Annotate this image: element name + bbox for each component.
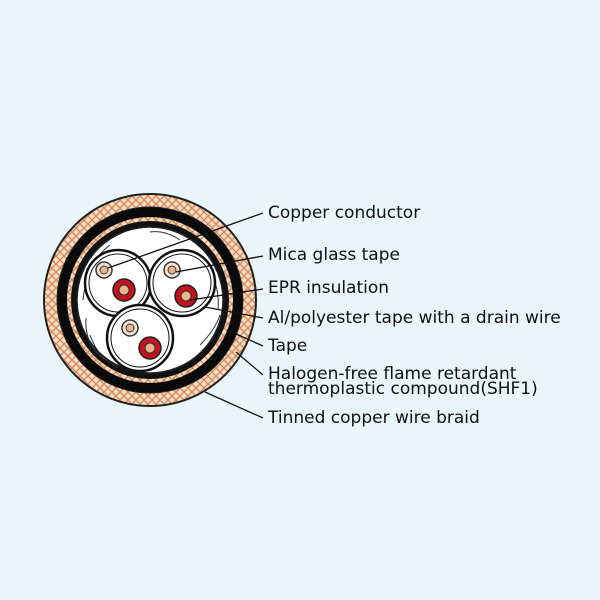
label-braid: Tinned copper wire braid — [268, 408, 480, 428]
label-tape: Tape — [268, 336, 308, 356]
cable-pair-2 — [147, 248, 217, 318]
label-sheath: Halogen-free flame retardant thermoplast… — [268, 364, 538, 399]
cable-pair-3 — [105, 303, 175, 373]
leader-braid — [204, 391, 264, 419]
label-al-polyester-tape: Al/polyester tape with a drain wire — [268, 308, 561, 328]
leader-copper-conductor — [107, 212, 264, 269]
leader-al-polyester-tape — [204, 306, 264, 319]
label-sheath-line2: thermoplastic compound(SHF1) — [268, 379, 538, 399]
cable-pair-1 — [83, 248, 153, 318]
label-copper-conductor: Copper conductor — [268, 203, 421, 223]
label-epr-insulation: EPR insulation — [268, 278, 390, 298]
leader-epr-insulation — [189, 288, 264, 301]
label-sheath-line1: Halogen-free flame retardant — [268, 364, 517, 384]
leader-tape — [226, 329, 264, 347]
leader-sheath — [235, 351, 264, 376]
leader-mica-glass-tape — [175, 255, 264, 273]
label-mica-glass-tape: Mica glass tape — [268, 245, 400, 265]
